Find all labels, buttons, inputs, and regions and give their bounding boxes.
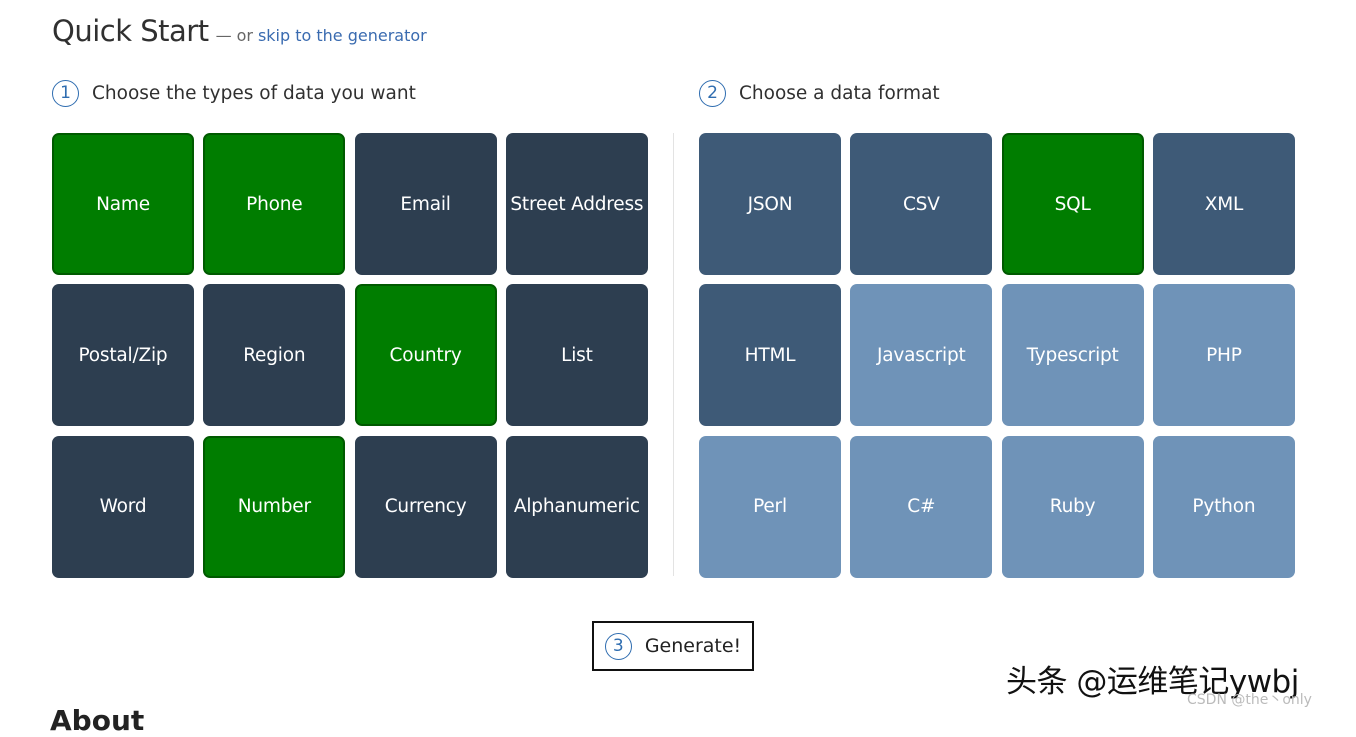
format-sql-tile[interactable]: SQL: [1001, 133, 1144, 275]
data-type-number-tile[interactable]: Number: [203, 435, 346, 578]
step-3-number: 3: [604, 632, 632, 660]
step-1-label: Choose the types of data you want: [92, 82, 416, 104]
format-ruby-tile[interactable]: Ruby: [1001, 435, 1144, 578]
data-type-country-tile[interactable]: Country: [354, 284, 497, 427]
subtitle-or: or: [236, 26, 253, 45]
section-divider: [673, 133, 674, 576]
format-csv-tile[interactable]: CSV: [850, 133, 993, 275]
format-typescript-tile[interactable]: Typescript: [1001, 284, 1144, 427]
step-2-heading: 2 Choose a data format: [699, 78, 940, 108]
page-title: Quick Start: [52, 14, 209, 48]
format-xml-tile[interactable]: XML: [1152, 133, 1295, 275]
data-type-phone-tile[interactable]: Phone: [203, 133, 346, 275]
watermark-csdn: CSDN @the丶only: [1187, 692, 1312, 708]
about-heading: About: [50, 704, 145, 737]
data-type-word-tile[interactable]: Word: [52, 435, 194, 578]
format-csharp-tile[interactable]: C#: [850, 435, 993, 578]
data-type-name-tile[interactable]: Name: [52, 133, 194, 275]
data-type-list-tile[interactable]: List: [505, 284, 648, 427]
step-1-number: 1: [52, 79, 79, 107]
format-json-tile[interactable]: JSON: [699, 133, 841, 275]
format-python-tile[interactable]: Python: [1152, 435, 1295, 578]
format-php-tile[interactable]: PHP: [1152, 284, 1295, 427]
data-type-region-tile[interactable]: Region: [203, 284, 346, 427]
generate-button[interactable]: 3 Generate!: [592, 621, 754, 671]
format-html-tile[interactable]: HTML: [699, 284, 841, 427]
skip-to-generator-link[interactable]: skip to the generator: [257, 26, 427, 45]
data-type-email-tile[interactable]: Email: [354, 133, 497, 275]
data-type-currency-tile[interactable]: Currency: [354, 435, 497, 578]
format-javascript-tile[interactable]: Javascript: [850, 284, 993, 427]
step-2-label: Choose a data format: [739, 82, 940, 104]
step-1-heading: 1 Choose the types of data you want: [52, 78, 416, 108]
format-perl-tile[interactable]: Perl: [699, 435, 841, 578]
data-type-street-address-tile[interactable]: Street Address: [505, 133, 648, 275]
watermark-toutiao: 头条 @运维笔记ywbj: [1006, 664, 1299, 700]
step-2-number: 2: [699, 79, 726, 107]
subtitle-dash: —: [215, 26, 232, 45]
data-type-alphanumeric-tile[interactable]: Alphanumeric: [505, 435, 648, 578]
generate-button-label: Generate!: [644, 635, 742, 657]
data-type-postal-zip-tile[interactable]: Postal/Zip: [52, 284, 194, 427]
